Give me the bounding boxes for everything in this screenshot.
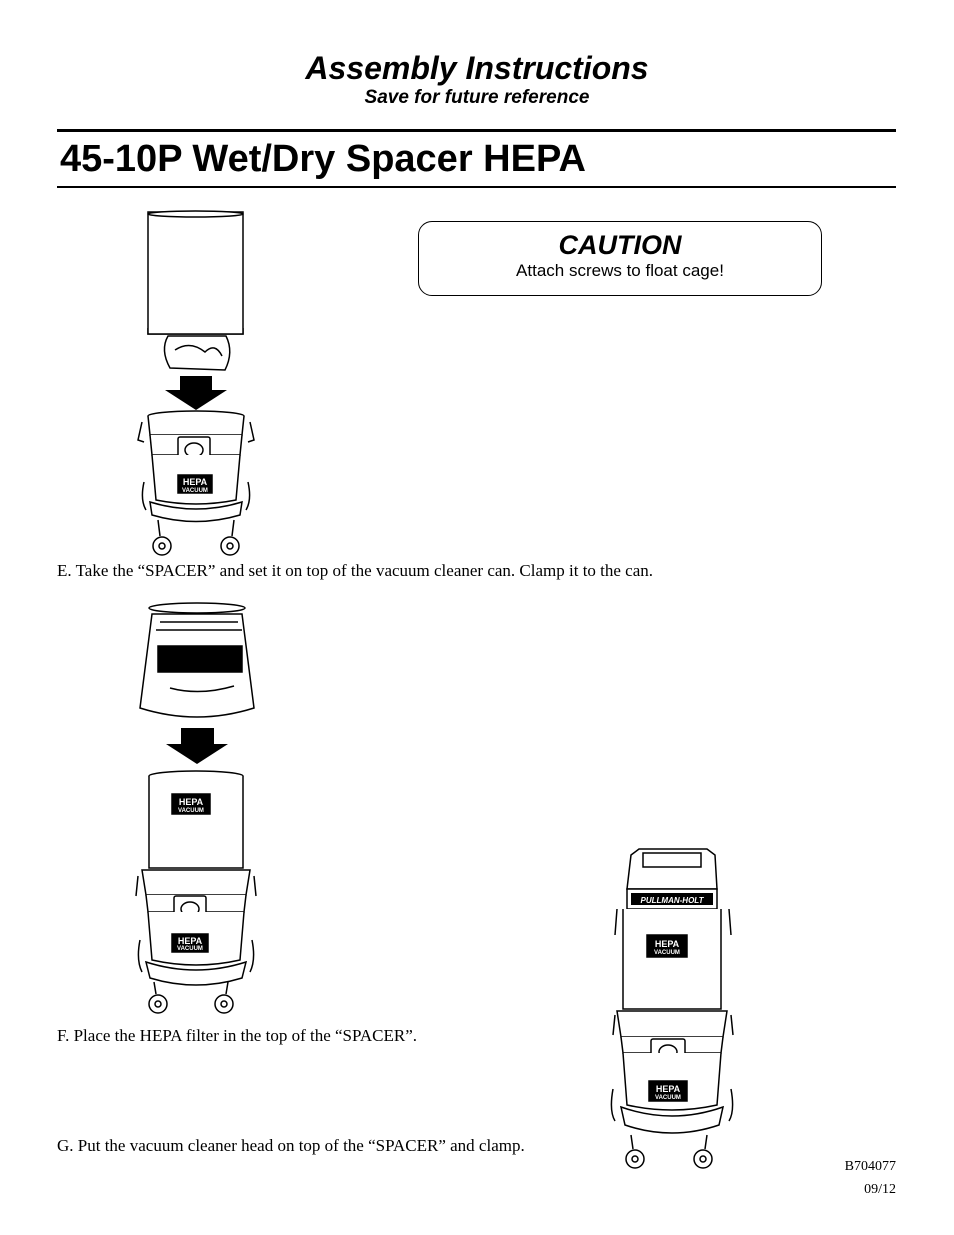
vacuum-label-3: VACUUM bbox=[177, 946, 203, 952]
brand-label: PULLMAN-HOLT bbox=[641, 896, 705, 905]
step-g: G. Put the vacuum cleaner head on top of… bbox=[57, 1136, 525, 1155]
bottom-rule bbox=[57, 186, 896, 188]
document-title: 45-10P Wet/Dry Spacer HEPA bbox=[60, 138, 586, 180]
hepa-filter-to-spacer-illustration: HEPA VACUUM HEPA VACUUM bbox=[135, 602, 257, 1014]
header-subtitle: Save for future reference bbox=[364, 87, 590, 108]
top-rule bbox=[57, 129, 896, 132]
hepa-label-3: HEPA bbox=[178, 936, 203, 946]
vacuum-label-4: VACUUM bbox=[654, 950, 680, 956]
hepa-label-1: HEPA bbox=[183, 477, 208, 487]
document-code: B704077 bbox=[844, 1159, 896, 1174]
header-title: Assembly Instructions bbox=[305, 50, 649, 86]
caution-box: CAUTION Attach screws to float cage! bbox=[418, 221, 822, 296]
assembled-vacuum-illustration: PULLMAN-HOLT HEPA VACUUM HEPA VACUUM bbox=[610, 848, 734, 1169]
spacer-to-can-illustration: HEPA VACUUM bbox=[137, 210, 255, 556]
caution-text: Attach screws to float cage! bbox=[516, 261, 724, 280]
document-date: 09/12 bbox=[864, 1182, 896, 1197]
vacuum-label-2: VACUUM bbox=[178, 808, 204, 814]
hepa-label-4: HEPA bbox=[655, 939, 680, 949]
hepa-label-2: HEPA bbox=[179, 797, 204, 807]
vacuum-label-1: VACUUM bbox=[182, 488, 208, 494]
step-e: E. Take the “SPACER” and set it on top o… bbox=[57, 561, 654, 580]
step-f: F. Place the HEPA filter in the top of t… bbox=[57, 1026, 418, 1045]
hepa-label-5: HEPA bbox=[656, 1084, 681, 1094]
caution-title: CAUTION bbox=[558, 230, 682, 260]
vacuum-label-5: VACUUM bbox=[655, 1095, 681, 1101]
